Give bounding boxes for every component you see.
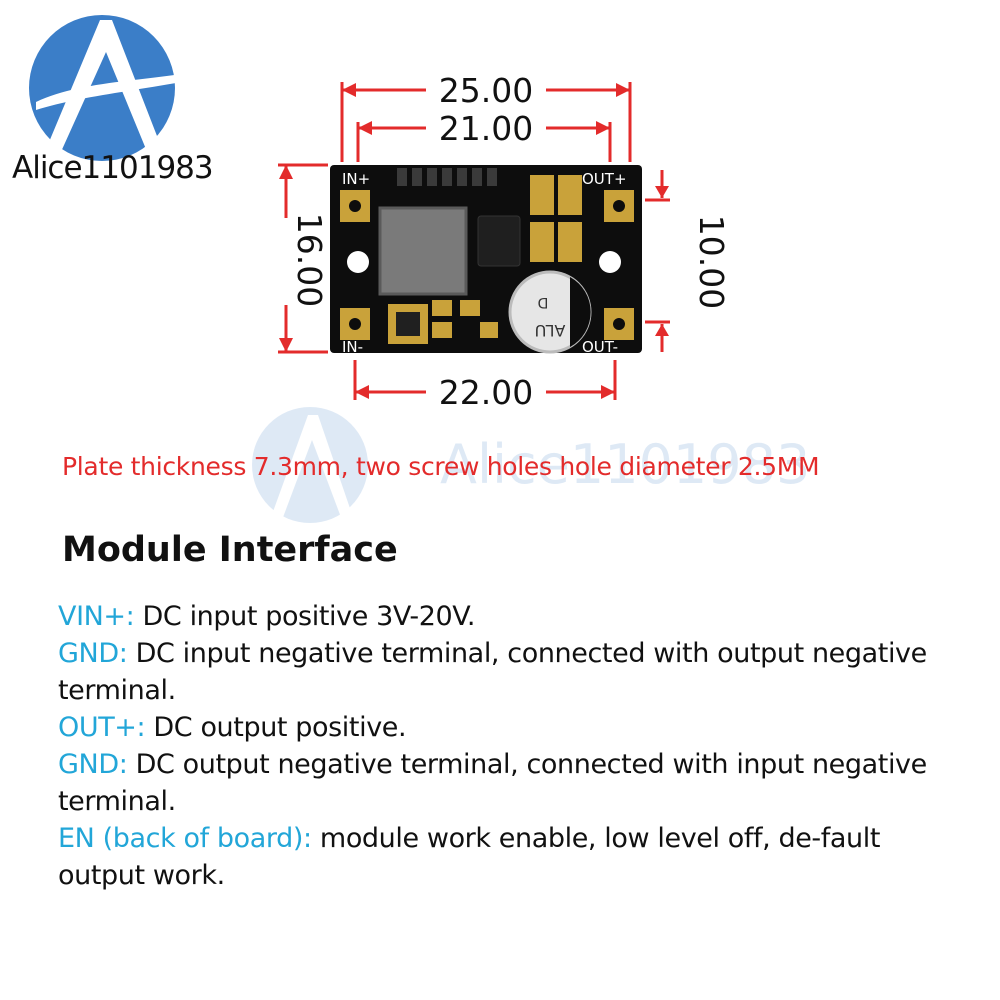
interface-key: VIN+: <box>58 601 135 632</box>
pin-out-minus: OUT- <box>582 338 618 356</box>
interface-key: GND: <box>58 749 128 780</box>
board-dimension-diagram: 25.00 21.00 16.00 10.00 22.00 IN+ IN- OU… <box>278 71 731 412</box>
brand-logo-text: Alice1101983 <box>12 150 214 186</box>
interface-list: VIN+: DC input positive 3V-20V. GND: DC … <box>58 598 938 894</box>
watermark-text: Alice1101983 <box>440 433 810 496</box>
watermark: Alice1101983 <box>252 407 810 523</box>
interface-desc: DC input negative terminal, connected wi… <box>58 638 927 706</box>
interface-entry-en: EN (back of board): module work enable, … <box>58 820 938 894</box>
interface-key: OUT+: <box>58 712 146 743</box>
plate-note: Plate thickness 7.3mm, two screw holes h… <box>62 452 820 481</box>
brand-logo <box>29 15 182 161</box>
dim-pad-span-right: 10.00 <box>692 215 731 309</box>
capacitor-mark: D <box>538 294 549 310</box>
interface-key: GND: <box>58 638 128 669</box>
interface-desc: DC input positive 3V-20V. <box>134 601 476 632</box>
interface-entry-vin: VIN+: DC input positive 3V-20V. <box>58 598 938 635</box>
mount-hole-left <box>347 251 369 273</box>
interface-entry-gnd-in: GND: DC input negative terminal, connect… <box>58 635 938 709</box>
interface-entry-out: OUT+: DC output positive. <box>58 709 938 746</box>
pcb-board: IN+ IN- OUT+ OUT- ALU D <box>330 165 642 356</box>
capacitor-label: ALU <box>535 321 566 340</box>
interface-desc: DC output positive. <box>145 712 407 743</box>
interface-key: EN (back of board): <box>58 823 312 854</box>
interface-entry-gnd-out: GND: DC output negative terminal, connec… <box>58 746 938 820</box>
mount-hole-right <box>599 251 621 273</box>
dim-hole-span-bottom: 22.00 <box>439 373 533 412</box>
pin-out-plus: OUT+ <box>582 170 627 188</box>
pin-in-plus: IN+ <box>342 170 370 188</box>
dim-height: 16.00 <box>290 213 329 307</box>
dim-total-width: 25.00 <box>439 71 533 110</box>
pin-in-minus: IN- <box>342 338 363 356</box>
inductor <box>378 206 468 296</box>
interface-desc: DC output negative terminal, connected w… <box>58 749 927 817</box>
interface-desc: module work enable, low level off, de-fa… <box>58 823 881 891</box>
dim-hole-span-top: 21.00 <box>439 109 533 148</box>
section-title: Module Interface <box>62 530 398 570</box>
ic-chip <box>477 215 521 267</box>
